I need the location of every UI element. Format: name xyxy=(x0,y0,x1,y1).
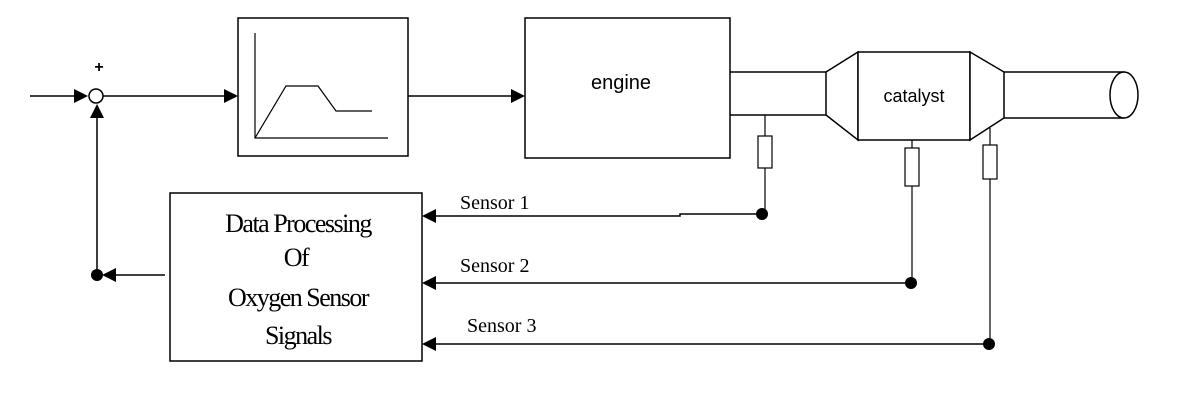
controller-block xyxy=(237,17,409,157)
data-processing-line-3: Oxygen Sensor xyxy=(228,283,370,312)
catalyst-outlet-cone xyxy=(969,50,1005,142)
sensor2-probe xyxy=(904,147,920,187)
sensor1-signal-line xyxy=(422,209,762,223)
data-processing-line-1: Data Processing xyxy=(225,209,372,238)
sensor3-probe xyxy=(982,144,998,180)
catalyst-block xyxy=(857,51,971,141)
summing-junction-plus-sign: + xyxy=(94,59,103,76)
sensor1-label: Sensor 1 xyxy=(460,192,529,214)
catalyst-label: catalyst xyxy=(883,86,944,106)
catalyst-inlet-cone xyxy=(825,50,859,142)
engine-block xyxy=(524,17,731,159)
tailpipe-outlet xyxy=(1109,71,1139,119)
sensor1-probe xyxy=(757,135,773,169)
controller-response-curve xyxy=(254,85,372,139)
sensor2-label: Sensor 2 xyxy=(460,255,529,277)
engine-label: engine xyxy=(591,72,651,94)
summing-junction xyxy=(88,88,104,104)
data-processing-block xyxy=(169,192,423,362)
data-processing-line-2: Of xyxy=(284,243,310,272)
sensor3-label: Sensor 3 xyxy=(467,315,536,337)
data-processing-line-4: Signals xyxy=(265,321,332,350)
